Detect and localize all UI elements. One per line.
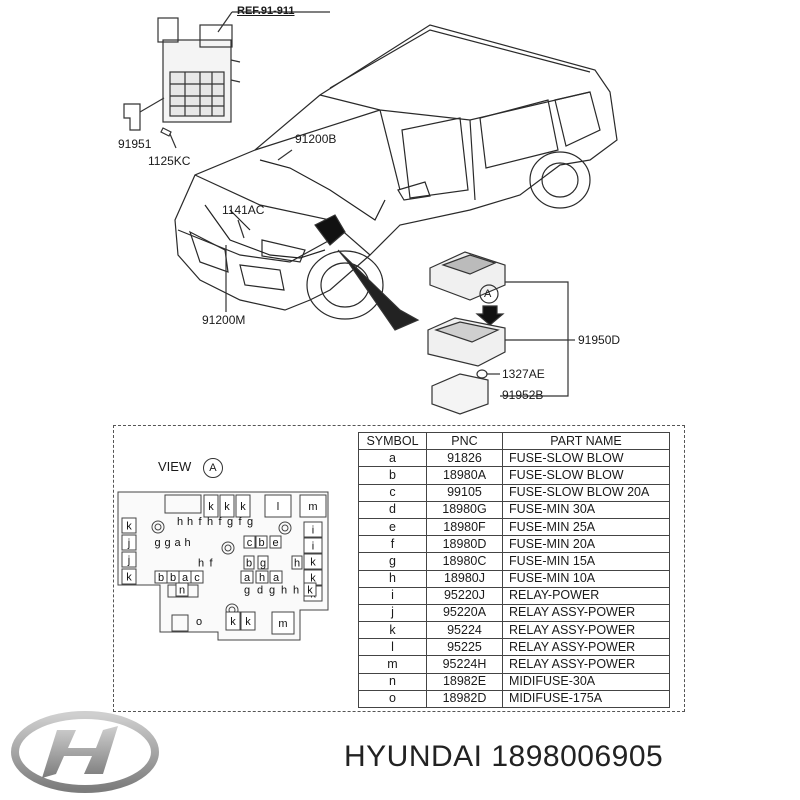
cell-symbol: l: [358, 638, 427, 657]
part-label-1327ae: 1327AE: [502, 367, 545, 381]
view-a-title: VIEW A: [158, 458, 223, 478]
cell-symbol: i: [358, 586, 427, 605]
part-label-91200b: 91200B: [295, 132, 337, 146]
cell-symbol: j: [358, 603, 427, 623]
cell-symbol: g: [358, 552, 427, 571]
cell-part-name: RELAY ASSY-POWER: [502, 638, 670, 657]
cell-part-name: FUSE-MIN 15A: [502, 552, 670, 571]
cell-symbol: d: [358, 500, 427, 519]
cell-pnc: 18980G: [426, 500, 503, 519]
cell-symbol: n: [358, 672, 427, 691]
cell-part-name: FUSE-SLOW BLOW: [502, 466, 670, 485]
cell-pnc: 95220J: [426, 586, 503, 605]
table-header-row: SYMBOL PNC PART NAME: [358, 431, 670, 451]
cell-pnc: 95224H: [426, 655, 503, 674]
part-label-91952b: 91952B: [502, 388, 544, 402]
cell-pnc: 18980F: [426, 517, 503, 537]
cell-pnc: 18980C: [426, 552, 503, 571]
part-number: 1898006905: [491, 740, 664, 773]
cell-pnc: 18980D: [426, 535, 503, 554]
cell-part-name: RELAY ASSY-POWER: [502, 655, 670, 674]
part-label-91950d: 91950D: [578, 333, 621, 347]
fuse-block-drawing: [427, 317, 506, 367]
cell-pnc: 18980J: [426, 569, 503, 588]
cell-part-name: RELAY ASSY-POWER: [502, 621, 670, 640]
view-a-panel: [113, 425, 685, 712]
junction-box-drawing: [157, 17, 241, 123]
brand-caption: HYUNDAI 1898006905: [344, 740, 663, 774]
header-symbol: SYMBOL: [358, 431, 427, 451]
cell-symbol: m: [358, 655, 427, 674]
cell-part-name: FUSE-MIN 10A: [502, 569, 670, 588]
cell-pnc: 18980A: [426, 466, 503, 485]
cell-part-name: MIDIFUSE-30A: [502, 672, 670, 691]
car-body-outline: [174, 24, 618, 320]
view-a-marker: A: [484, 288, 492, 300]
cell-part-name: MIDIFUSE-175A: [502, 689, 670, 709]
ref-label: REF.91-911: [237, 5, 295, 17]
cell-symbol: h: [358, 569, 427, 588]
cell-symbol: k: [358, 621, 427, 640]
cell-part-name: FUSE-SLOW BLOW 20A: [502, 483, 670, 502]
header-part-name: PART NAME: [502, 431, 670, 451]
cell-symbol: a: [358, 449, 427, 468]
header-pnc: PNC: [426, 431, 503, 451]
view-marker: A: [202, 458, 223, 478]
cell-symbol: e: [358, 517, 427, 537]
cell-symbol: f: [358, 535, 427, 554]
part-label-1125kc: 1125KC: [148, 154, 191, 168]
cell-pnc: 18982D: [426, 689, 503, 709]
cell-pnc: 18982E: [426, 672, 503, 691]
cell-part-name: FUSE-MIN 20A: [502, 535, 670, 554]
cell-part-name: FUSE-SLOW BLOW: [502, 449, 670, 468]
cell-part-name: FUSE-MIN 30A: [502, 500, 670, 519]
brand-name: HYUNDAI: [344, 740, 483, 773]
part-label-91951: 91951: [118, 137, 152, 151]
cell-symbol: o: [358, 689, 427, 709]
car-illustration: [123, 11, 618, 415]
cell-pnc: 99105: [426, 483, 503, 502]
cell-pnc: 95220A: [426, 603, 503, 623]
bracket-drawing: [123, 103, 141, 131]
fuse-box-lid-drawing: [429, 251, 506, 301]
cell-pnc: 91826: [426, 449, 503, 468]
cell-symbol: c: [358, 483, 427, 502]
part-label-91200m: 91200M: [202, 313, 246, 327]
lower-cover-drawing: [431, 373, 489, 415]
view-label: VIEW: [158, 459, 192, 474]
cell-pnc: 95224: [426, 621, 503, 640]
cell-part-name: RELAY-POWER: [502, 586, 670, 605]
cell-part-name: RELAY ASSY-POWER: [502, 603, 670, 623]
part-label-1141ac: 1141AC: [222, 203, 265, 217]
cell-pnc: 95225: [426, 638, 503, 657]
cell-part-name: FUSE-MIN 25A: [502, 517, 670, 537]
cell-symbol: b: [358, 466, 427, 485]
